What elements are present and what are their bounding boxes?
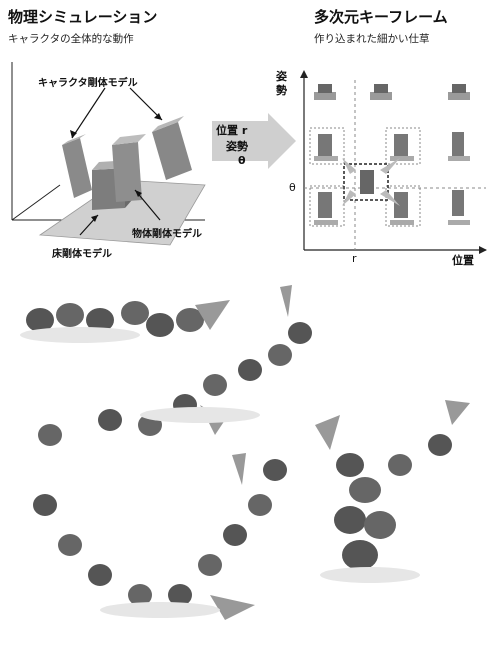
keyframe-row-top bbox=[314, 84, 470, 100]
label-object-rigid: 物体剛体モデル bbox=[132, 229, 202, 240]
keyframe-title: 多次元キーフレーム bbox=[314, 8, 448, 26]
arrow-position-label: 位置 r bbox=[216, 122, 247, 138]
y-axis bbox=[11, 184, 61, 221]
arrow-posture-label: 姿勢 bbox=[226, 140, 248, 153]
callout-arrow-1 bbox=[71, 87, 106, 139]
grid-r-tick: r bbox=[352, 252, 357, 265]
physics-title: 物理シミュレーション bbox=[8, 8, 158, 26]
arrow-position-text: 位置 bbox=[216, 124, 238, 137]
interpolation-box bbox=[343, 163, 389, 201]
keyframe-row-middle bbox=[309, 127, 470, 165]
crowd-shadows bbox=[20, 327, 420, 618]
rigid-body-3 bbox=[112, 134, 146, 202]
physics-diagram bbox=[11, 62, 206, 246]
keyframe-subtitle: 作り込まれた細かい仕草 bbox=[314, 33, 430, 45]
grid-y-axis-label: 姿勢 bbox=[276, 70, 287, 97]
grid-x-axis-label: 位置 bbox=[452, 254, 474, 267]
callout-arrow-2 bbox=[129, 87, 163, 121]
physics-header: 物理シミュレーション キャラクタの全体的な動作 bbox=[8, 6, 208, 46]
keyframe-header: 多次元キーフレーム 作り込まれた細かい仕草 bbox=[314, 6, 484, 46]
crowd-characters bbox=[26, 301, 452, 606]
keyframe-row-bottom bbox=[309, 185, 470, 227]
grid-theta-tick: θ bbox=[289, 181, 296, 194]
interpolated-character bbox=[360, 170, 374, 194]
keyframe-grid bbox=[300, 70, 487, 254]
rigid-body-4 bbox=[152, 116, 192, 180]
label-floor-rigid: 床剛体モデル bbox=[52, 249, 112, 260]
rigid-body-1 bbox=[62, 134, 92, 198]
physics-subtitle: キャラクタの全体的な動作 bbox=[8, 33, 134, 45]
transfer-arrow bbox=[212, 113, 296, 169]
label-character-rigid: キャラクタ剛体モデル bbox=[38, 78, 138, 89]
crowd-simulation-render bbox=[0, 275, 487, 651]
arrow-theta-label: θ bbox=[238, 154, 246, 167]
arrow-r-var: r bbox=[241, 124, 248, 137]
